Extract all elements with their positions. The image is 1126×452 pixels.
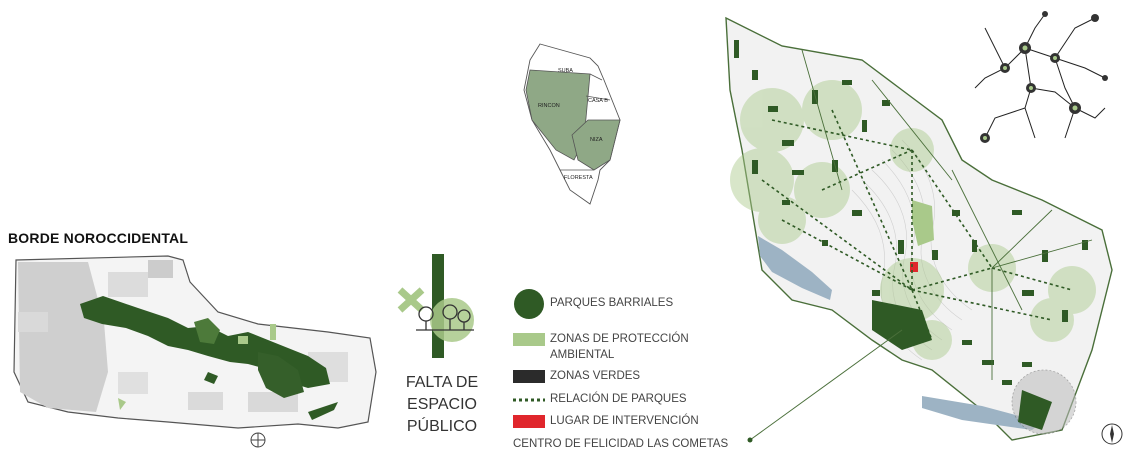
map-title: BORDE NOROCCIDENTAL <box>8 230 189 246</box>
falta-espacio-caption: FALTA DE ESPACIO PÚBLICO <box>392 372 492 438</box>
localidad-parks-map <box>725 16 1113 443</box>
borde-noroccidental-map <box>13 255 377 429</box>
legend-label: ZONAS DE PROTECCIÓN <box>550 333 689 345</box>
black-rect-icon <box>513 370 545 383</box>
legend-item-parques: PARQUES BARRIALES <box>513 288 713 322</box>
legend-label: RELACIÓN DE PARQUES <box>550 393 687 405</box>
locator-label: NIZA <box>590 137 603 143</box>
red-rect-icon <box>513 415 545 428</box>
locator-map: SUBA CASA B RINCON NIZA FLORESTA <box>523 43 621 205</box>
caption-line: FALTA DE <box>405 374 479 391</box>
legend-label: ZONAS VERDES <box>550 370 641 382</box>
legend-label: PARQUES BARRIALES <box>550 297 674 309</box>
locator-label: FLORESTA <box>564 175 593 181</box>
north-arrow-icon <box>1101 423 1123 445</box>
north-arrow-icon <box>250 432 266 448</box>
legend-item-proteccion: ZONAS DE PROTECCIÓN AMBIENTAL <box>513 333 713 363</box>
caption-line: PÚBLICO <box>406 418 478 435</box>
caption-line: ESPACIO <box>407 396 477 413</box>
legend-callout: CENTRO DE FELICIDAD LAS COMETAS <box>513 438 729 450</box>
legend-label: AMBIENTAL <box>550 349 615 361</box>
legend-item-zonas-verdes: ZONAS VERDES <box>513 370 713 386</box>
dark-green-circle-icon <box>514 289 544 319</box>
light-green-rect-icon <box>513 333 545 346</box>
locator-label: SUBA <box>558 68 573 74</box>
locator-label: CASA B <box>588 98 608 104</box>
legend-label: LUGAR DE INTERVENCIÓN <box>550 415 699 427</box>
tree-park-icon <box>397 254 474 358</box>
locator-label: RINCON <box>538 103 560 109</box>
legend-item-intervencion: LUGAR DE INTERVENCIÓN <box>513 415 713 431</box>
neuron-network-icon <box>974 11 1108 143</box>
legend-item-relacion: RELACIÓN DE PARQUES <box>513 393 713 409</box>
